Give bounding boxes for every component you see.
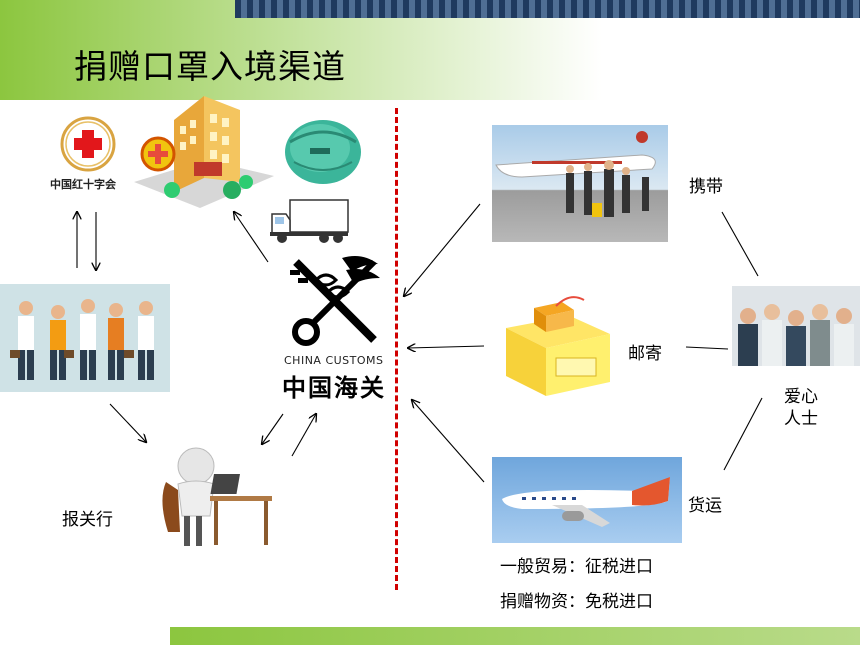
red-cross-logo: 中国红十字会 <box>44 112 136 194</box>
donors-group-photo <box>732 286 860 366</box>
cargo-label: 货运 <box>688 496 722 516</box>
parcel-box-image <box>500 288 614 400</box>
hospital-building-image <box>128 90 278 212</box>
customs-broker-label: 报关行 <box>62 510 113 530</box>
business-people-image <box>0 284 170 392</box>
donors-label: 爱心 人士 <box>784 387 818 429</box>
customs-english-text: CHINA CUSTOMS <box>284 354 384 367</box>
red-cross-text: 中国红十字会 <box>50 178 116 191</box>
general-trade-label: 一般贸易：征税进口 <box>500 557 653 577</box>
slide-title: 捐赠口罩入境渠道 <box>74 47 346 86</box>
truck-image <box>268 198 350 244</box>
cargo-airplane-photo <box>492 457 682 543</box>
face-mask-image <box>280 112 366 188</box>
airport-passengers-photo <box>492 125 668 242</box>
footer-band <box>0 627 860 645</box>
broker-desk-image <box>150 440 278 552</box>
mail-label: 邮寄 <box>628 344 662 364</box>
border-divider-line <box>395 108 398 590</box>
customs-emblem: CHINA CUSTOMS 中国海关 <box>282 250 392 402</box>
donation-goods-label: 捐赠物资：免税进口 <box>500 592 653 612</box>
carry-label: 携带 <box>689 177 723 197</box>
customs-chinese-text: 中国海关 <box>282 373 386 402</box>
header-stripe <box>235 0 860 18</box>
